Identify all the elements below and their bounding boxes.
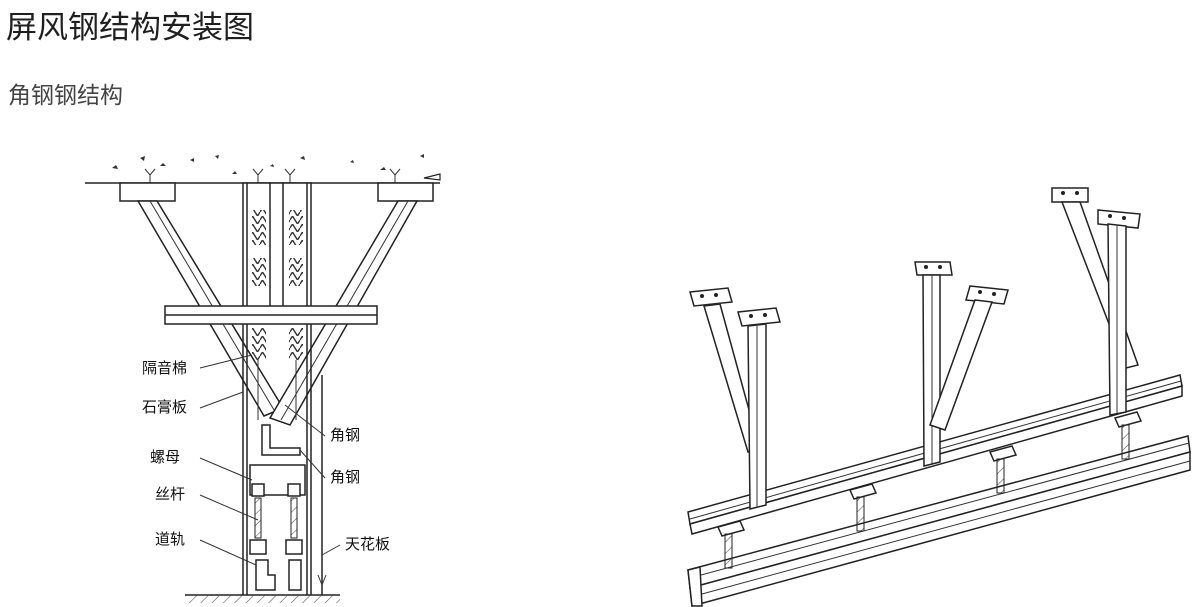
page-title: 屏风钢结构安装图 bbox=[6, 10, 254, 46]
slab-top bbox=[85, 154, 441, 184]
label-nut: 螺母 bbox=[150, 448, 180, 466]
label-track: 道轨 bbox=[155, 530, 185, 548]
hanger-set-1 bbox=[689, 287, 781, 510]
right-top-plate bbox=[377, 182, 434, 202]
left-top-plate bbox=[119, 182, 176, 202]
label-insulation: 隔音棉 bbox=[142, 359, 187, 377]
leader-lines bbox=[199, 354, 341, 566]
label-angle-steel-1: 角钢 bbox=[330, 426, 360, 444]
floor bbox=[185, 594, 340, 603]
lower-track-rail bbox=[687, 435, 1191, 607]
label-threaded-rod: 丝杆 bbox=[155, 485, 185, 503]
track-assembly bbox=[249, 375, 327, 595]
hanger-set-2 bbox=[914, 261, 1009, 467]
label-gypsum-board: 石膏板 bbox=[142, 398, 187, 416]
anchor-bolts bbox=[144, 168, 401, 183]
bolt-holes bbox=[700, 191, 1126, 318]
horizontal-beam bbox=[164, 305, 378, 325]
angle-bracket bbox=[261, 424, 301, 456]
label-ceiling: 天花板 bbox=[345, 535, 390, 553]
hanger-rods bbox=[716, 411, 1143, 569]
section-drawing: 隔音棉 石膏板 角钢 螺母 角钢 丝杆 道轨 天花板 bbox=[85, 154, 441, 603]
insulation-fill bbox=[252, 210, 266, 245]
central-frame bbox=[242, 182, 312, 319]
partition-body bbox=[242, 324, 312, 595]
page-subtitle: 角钢钢结构 bbox=[8, 83, 123, 109]
isometric-drawing bbox=[687, 187, 1191, 607]
label-angle-steel-2: 角钢 bbox=[330, 468, 360, 486]
hanger-set-3 bbox=[1051, 187, 1141, 416]
